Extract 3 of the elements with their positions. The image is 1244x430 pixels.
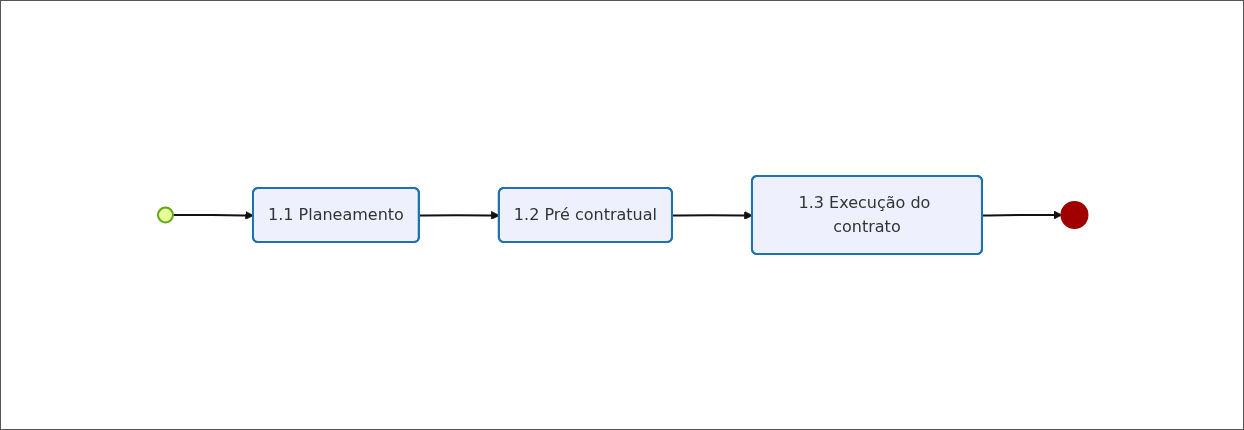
node-circle (1060, 201, 1088, 229)
arrow (981, 210, 1062, 220)
node-circle (156, 206, 174, 224)
